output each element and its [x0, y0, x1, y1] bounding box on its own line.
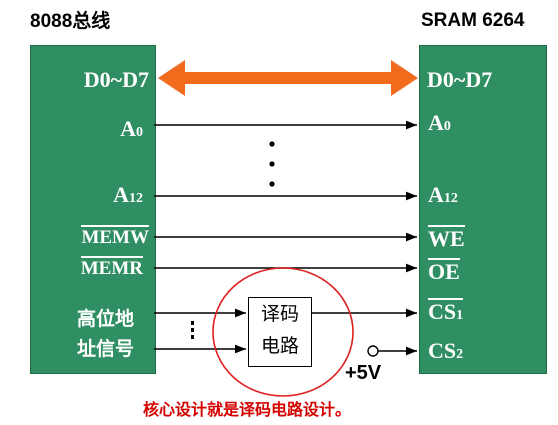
address-ellipsis: [269, 141, 275, 187]
right-pin-cs1: CS1: [428, 298, 464, 324]
decoder-label-line2: 电路: [260, 335, 299, 357]
left-pin-data: D0~D7: [83, 67, 149, 92]
cpu-bus-block: D0~D7 A0 A12 MEMW MEMR 高位地 址信号: [30, 45, 156, 374]
vcc-terminal: [367, 345, 379, 357]
power-label: +5V: [345, 362, 382, 384]
left-pin-memw: MEMW: [81, 225, 149, 248]
right-pin-oe: OE: [428, 258, 460, 284]
high-address-label-line2: 址信号: [77, 338, 135, 360]
right-pin-data: D0~D7: [427, 67, 493, 92]
decoder-box: 译码 电路: [248, 297, 312, 367]
sram-block: D0~D7 A0 A12 WE OE CS1 CS2: [419, 45, 547, 374]
high-address-label-line1: 高位地: [77, 308, 135, 330]
high-addr-ellipsis: [191, 321, 194, 339]
right-pin-a0: A0: [428, 110, 451, 135]
left-pin-memr: MEMR: [80, 256, 143, 279]
data-bus-arrow: [158, 60, 418, 96]
right-chip-title: SRAM 6264: [421, 10, 525, 31]
decoder-highlight-circle: [212, 267, 354, 397]
right-pin-we: WE: [428, 225, 465, 251]
decoder-label-line1: 译码: [260, 303, 299, 325]
caption: 核心设计就是译码电路设计。: [143, 400, 352, 419]
left-chip-title: 8088总线: [30, 11, 111, 32]
right-pin-cs2: CS2: [428, 338, 464, 363]
right-pin-a12: A12: [428, 182, 458, 207]
left-pin-a12: A12: [113, 182, 143, 207]
left-pin-a0: A0: [120, 116, 143, 141]
